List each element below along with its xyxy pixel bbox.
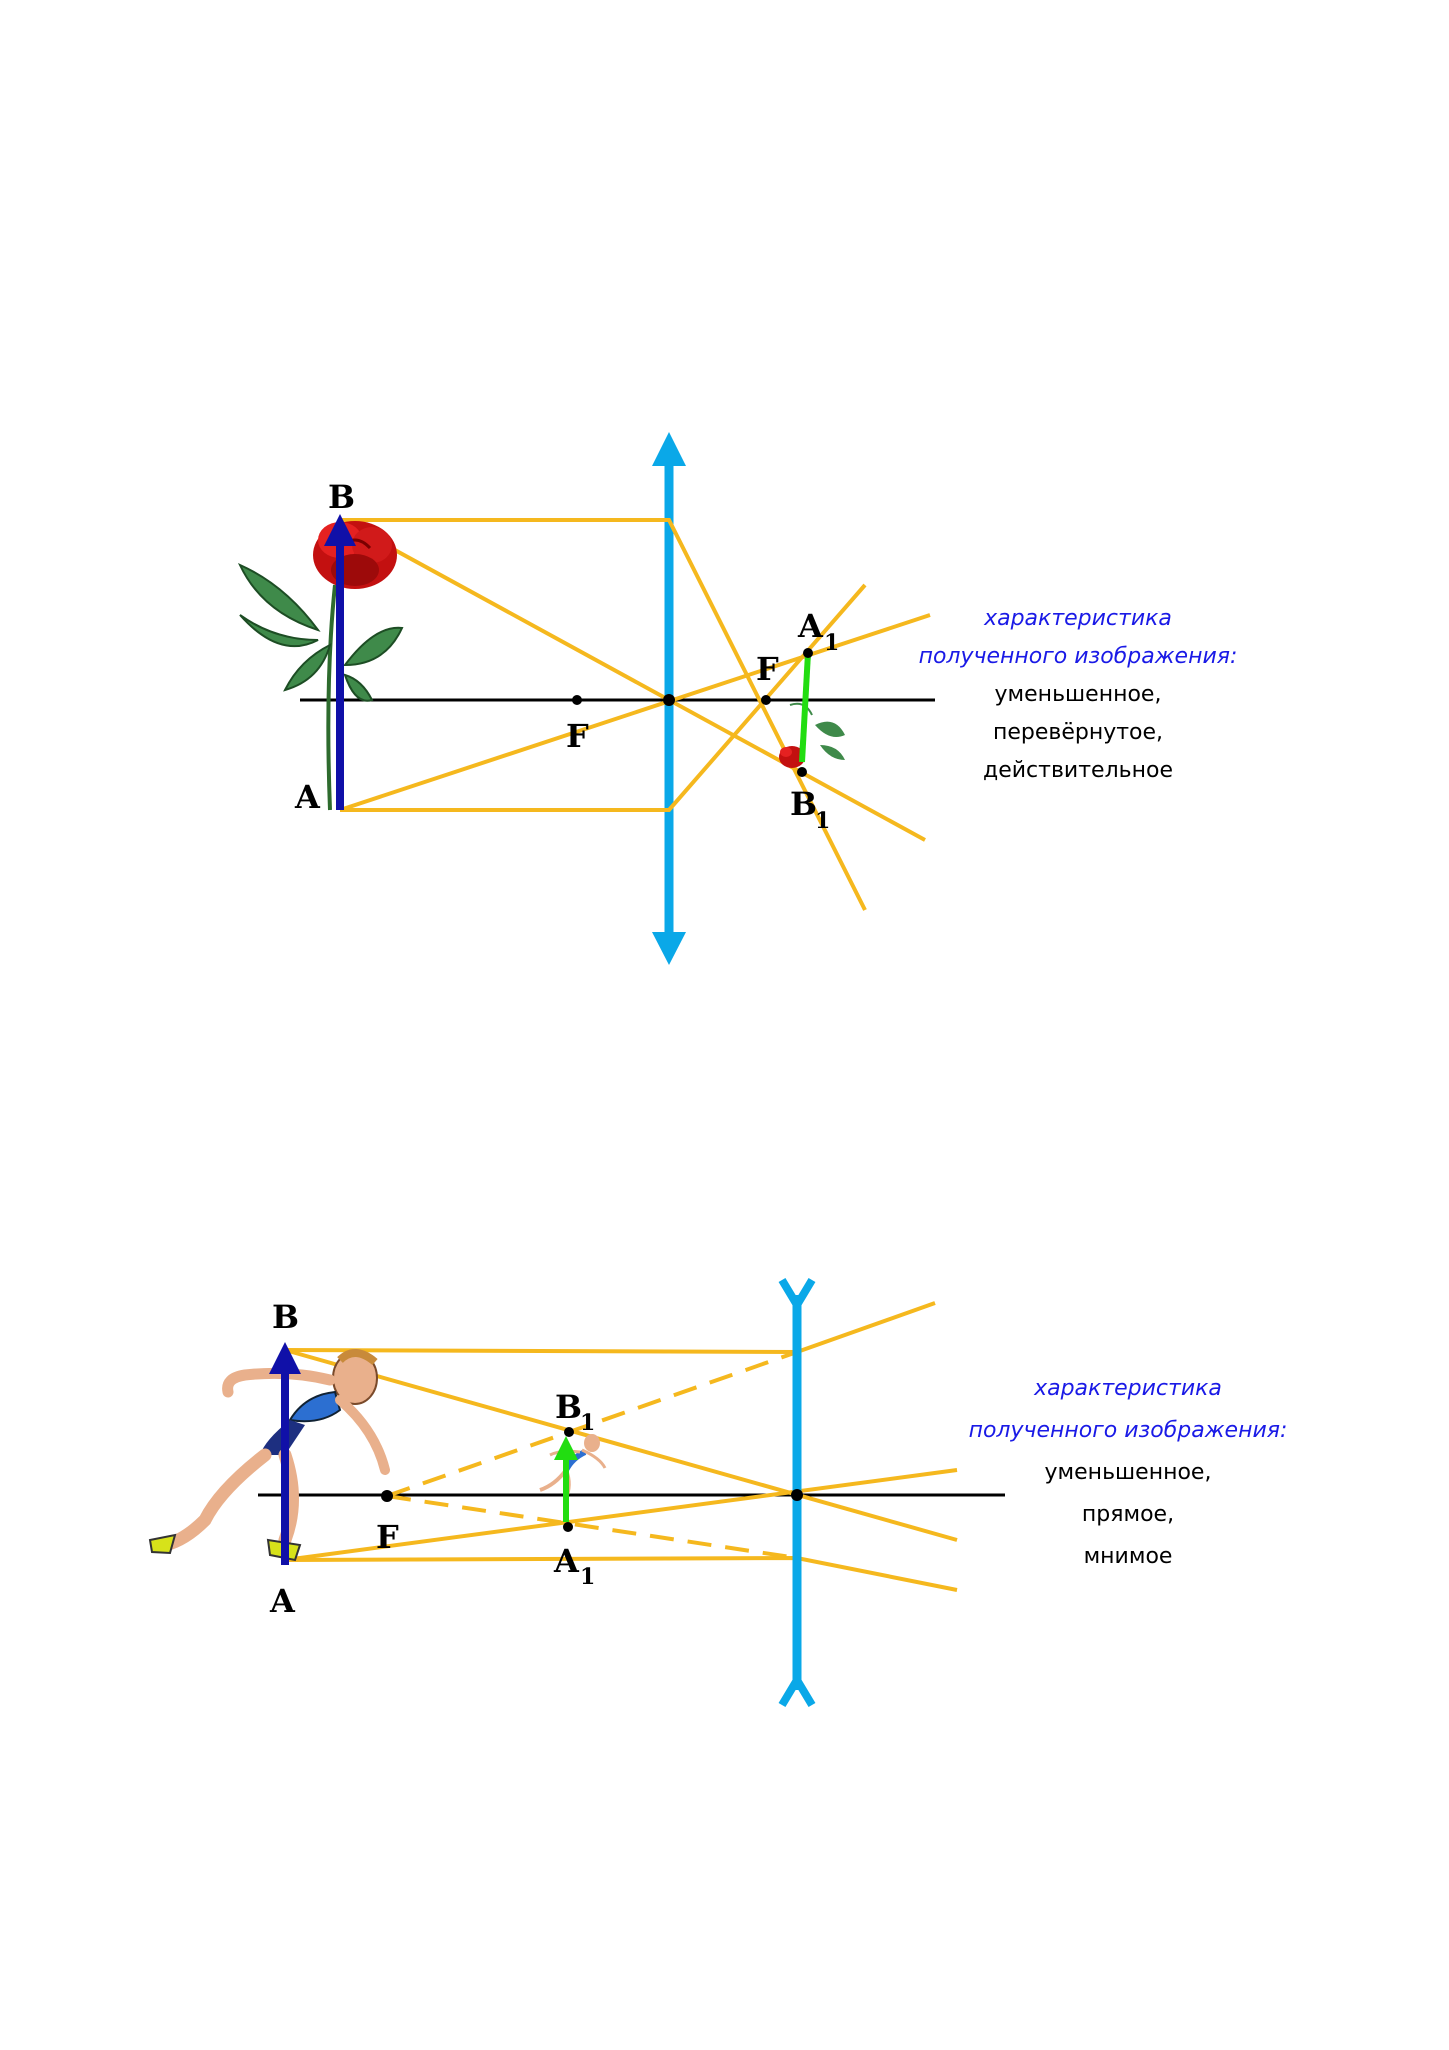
caption-line-1b: перевёрнутое, xyxy=(992,720,1164,745)
ray-parallel-bottom-2 xyxy=(284,1555,958,1592)
diagram-converging-lens: B A F F A 1 B 1 xyxy=(237,432,935,965)
virtual-ray-bottom xyxy=(386,1494,798,1560)
caption-line-2c: мнимое xyxy=(1083,1544,1173,1569)
ray-center-bottom xyxy=(339,613,931,812)
image-arrow-A1B1 xyxy=(799,652,811,763)
label-A1-2: A xyxy=(553,1542,580,1580)
image-characteristics-1: характеристика полученного изображения: … xyxy=(868,600,1288,790)
label-F-left: F xyxy=(566,717,589,755)
label-A1-subscript: 1 xyxy=(824,630,839,656)
label-A: A xyxy=(294,778,321,816)
caption-line-1c: действительное xyxy=(983,758,1173,783)
image-characteristics-2: характеристика полученного изображения: … xyxy=(918,1368,1338,1578)
caption-line-1a: уменьшенное, xyxy=(994,682,1162,707)
label-B1-subscript: 1 xyxy=(815,808,830,834)
rose-icon xyxy=(237,521,404,811)
ray-center-top-2 xyxy=(284,1348,958,1542)
label-A-2: A xyxy=(269,1582,296,1620)
caption-heading-2b: полученного изображения: xyxy=(968,1418,1288,1443)
point-A1 xyxy=(803,648,813,658)
caption-line-2a: уменьшенное, xyxy=(1044,1460,1212,1485)
label-F-2: F xyxy=(376,1518,399,1556)
point-B1 xyxy=(797,767,807,777)
ray-parallel-bottom xyxy=(340,583,867,812)
lens-center-point-2 xyxy=(791,1489,803,1501)
caption-line-2b: прямое, xyxy=(1081,1502,1175,1527)
ray-center-bottom-2 xyxy=(284,1468,958,1562)
point-B1-2 xyxy=(564,1427,574,1437)
runner-icon xyxy=(148,1349,390,1562)
ray-center-top xyxy=(339,518,926,842)
caption-heading-1b: полученного изображения: xyxy=(918,644,1238,669)
lens-center-point-1 xyxy=(663,694,675,706)
label-B: B xyxy=(328,478,355,516)
label-B1-2: B xyxy=(555,1388,582,1426)
ray-parallel-top-2 xyxy=(284,1301,936,1355)
label-B1-2-subscript: 1 xyxy=(580,1410,595,1436)
ray-parallel-top xyxy=(340,518,867,911)
small-runner-icon xyxy=(539,1434,607,1501)
focus-point-2 xyxy=(381,1490,393,1502)
focus-point-left xyxy=(572,695,582,705)
caption-heading-1a: характеристика xyxy=(984,606,1172,631)
label-A1: A xyxy=(797,607,824,645)
focus-point-right xyxy=(761,695,771,705)
virtual-ray-top xyxy=(386,1350,798,1498)
label-A1-2-subscript: 1 xyxy=(580,1564,595,1590)
label-F-right: F xyxy=(756,650,779,688)
rays-1 xyxy=(339,518,931,911)
point-A1-2 xyxy=(563,1522,573,1532)
caption-heading-2a: характеристика xyxy=(1034,1376,1222,1401)
diagram-diverging-lens: B A F B 1 A 1 xyxy=(148,1277,1005,1708)
label-B1: B xyxy=(790,785,817,823)
label-B-2: B xyxy=(272,1298,299,1336)
